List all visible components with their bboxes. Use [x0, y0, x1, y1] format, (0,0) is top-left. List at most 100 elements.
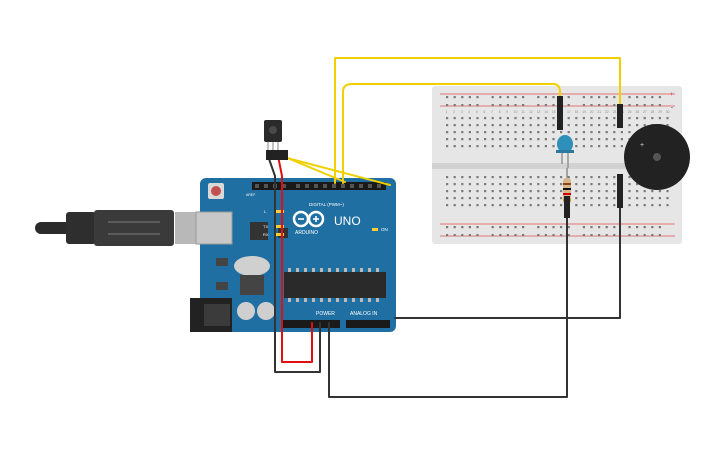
breadboard-hole[interactable] [544, 183, 547, 186]
rail-hole[interactable] [590, 226, 593, 229]
rail-hole[interactable] [582, 104, 585, 107]
rail-hole[interactable] [598, 234, 601, 237]
breadboard-hole[interactable] [537, 117, 540, 120]
breadboard-hole[interactable] [643, 124, 646, 127]
breadboard-hole[interactable] [620, 145, 623, 148]
breadboard-hole[interactable] [491, 117, 494, 120]
rail-hole[interactable] [567, 226, 570, 229]
rail-hole[interactable] [628, 104, 631, 107]
breadboard-hole[interactable] [514, 124, 517, 127]
rail-hole[interactable] [491, 104, 494, 107]
rail-hole[interactable] [506, 234, 509, 237]
breadboard-hole[interactable] [461, 117, 464, 120]
rail-hole[interactable] [446, 234, 449, 237]
breadboard-hole[interactable] [506, 138, 509, 141]
breadboard-hole[interactable] [453, 117, 456, 120]
breadboard-hole[interactable] [461, 145, 464, 148]
breadboard-hole[interactable] [598, 197, 601, 200]
breadboard-hole[interactable] [613, 183, 616, 186]
breadboard-hole[interactable] [491, 145, 494, 148]
rail-hole[interactable] [537, 96, 540, 99]
breadboard-hole[interactable] [582, 197, 585, 200]
breadboard-hole[interactable] [522, 183, 525, 186]
breadboard-hole[interactable] [544, 124, 547, 127]
breadboard-hole[interactable] [537, 190, 540, 193]
rail-hole[interactable] [468, 104, 471, 107]
breadboard-hole[interactable] [468, 176, 471, 179]
breadboard-hole[interactable] [446, 204, 449, 207]
rail-hole[interactable] [514, 234, 517, 237]
breadboard-hole[interactable] [628, 124, 631, 127]
breadboard-hole[interactable] [476, 204, 479, 207]
rail-hole[interactable] [613, 104, 616, 107]
rail-hole[interactable] [468, 234, 471, 237]
rail-hole[interactable] [514, 104, 517, 107]
breadboard-hole[interactable] [613, 176, 616, 179]
breadboard-hole[interactable] [506, 117, 509, 120]
breadboard-hole[interactable] [506, 197, 509, 200]
breadboard-hole[interactable] [468, 117, 471, 120]
breadboard-hole[interactable] [598, 204, 601, 207]
rail-hole[interactable] [506, 226, 509, 229]
breadboard-hole[interactable] [552, 204, 555, 207]
breadboard-hole[interactable] [514, 145, 517, 148]
breadboard-hole[interactable] [651, 190, 654, 193]
breadboard-hole[interactable] [552, 190, 555, 193]
breadboard-hole[interactable] [529, 138, 532, 141]
breadboard-hole[interactable] [461, 176, 464, 179]
breadboard-hole[interactable] [620, 138, 623, 141]
breadboard-hole[interactable] [613, 204, 616, 207]
breadboard-hole[interactable] [446, 124, 449, 127]
breadboard-hole[interactable] [476, 117, 479, 120]
breadboard-hole[interactable] [529, 197, 532, 200]
breadboard-hole[interactable] [590, 176, 593, 179]
breadboard-hole[interactable] [560, 204, 563, 207]
breadboard-hole[interactable] [636, 197, 639, 200]
rail-hole[interactable] [514, 226, 517, 229]
breadboard-hole[interactable] [582, 131, 585, 134]
breadboard-hole[interactable] [552, 117, 555, 120]
breadboard-hole[interactable] [514, 117, 517, 120]
breadboard-hole[interactable] [658, 204, 661, 207]
breadboard-hole[interactable] [468, 197, 471, 200]
breadboard-hole[interactable] [476, 190, 479, 193]
breadboard-hole[interactable] [582, 183, 585, 186]
rail-hole[interactable] [567, 234, 570, 237]
breadboard-hole[interactable] [453, 197, 456, 200]
breadboard-hole[interactable] [522, 117, 525, 120]
rail-hole[interactable] [537, 234, 540, 237]
rail-hole[interactable] [613, 96, 616, 99]
rail-hole[interactable] [544, 104, 547, 107]
rail-hole[interactable] [605, 234, 608, 237]
rail-hole[interactable] [582, 234, 585, 237]
breadboard-hole[interactable] [491, 176, 494, 179]
breadboard-hole[interactable] [461, 183, 464, 186]
rail-hole[interactable] [544, 96, 547, 99]
breadboard-hole[interactable] [560, 190, 563, 193]
rail-hole[interactable] [461, 96, 464, 99]
breadboard-hole[interactable] [522, 138, 525, 141]
breadboard-hole[interactable] [567, 117, 570, 120]
rail-hole[interactable] [590, 104, 593, 107]
breadboard-hole[interactable] [537, 197, 540, 200]
breadboard-hole[interactable] [590, 190, 593, 193]
rail-hole[interactable] [567, 104, 570, 107]
rail-hole[interactable] [560, 226, 563, 229]
breadboard-hole[interactable] [446, 117, 449, 120]
breadboard-hole[interactable] [514, 131, 517, 134]
breadboard-hole[interactable] [468, 131, 471, 134]
rail-hole[interactable] [658, 234, 661, 237]
breadboard-hole[interactable] [613, 145, 616, 148]
breadboard-hole[interactable] [476, 176, 479, 179]
breadboard-hole[interactable] [636, 204, 639, 207]
rail-hole[interactable] [522, 104, 525, 107]
breadboard-hole[interactable] [567, 176, 570, 179]
breadboard-hole[interactable] [575, 197, 578, 200]
breadboard-hole[interactable] [461, 131, 464, 134]
rail-hole[interactable] [636, 104, 639, 107]
breadboard-hole[interactable] [506, 204, 509, 207]
breadboard-hole[interactable] [605, 176, 608, 179]
breadboard-hole[interactable] [484, 183, 487, 186]
rail-hole[interactable] [476, 226, 479, 229]
breadboard-hole[interactable] [651, 197, 654, 200]
